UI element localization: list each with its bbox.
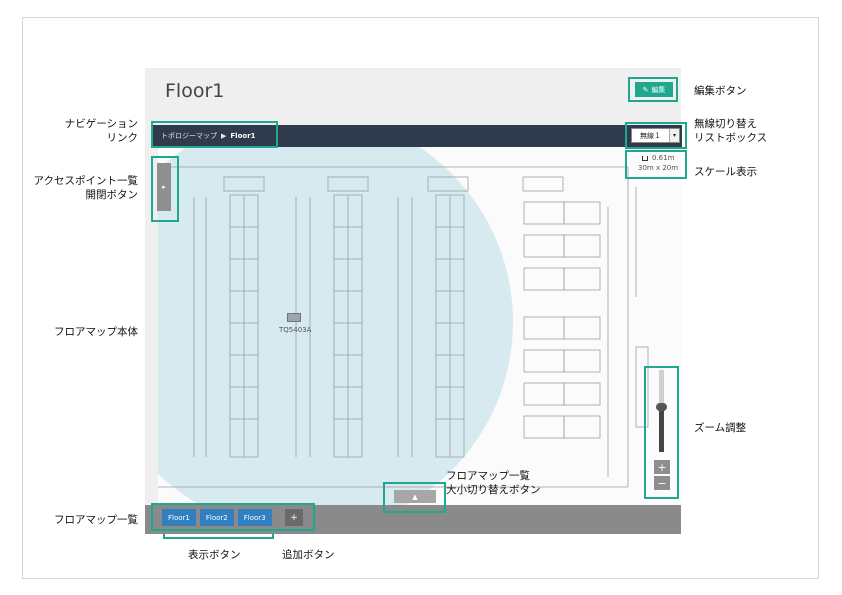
label-add-button: 追加ボタン [282,549,335,561]
triangle-up-icon: ▲ [412,492,418,501]
radio-select[interactable]: 無線１ ▾ [631,128,680,143]
add-floor-button[interactable]: + [285,509,303,526]
scale-bar-icon [642,155,648,161]
access-point-icon[interactable] [287,313,301,322]
callout-floor-list [151,503,315,531]
zoom-slider-thumb[interactable] [656,403,667,411]
breadcrumb-current: Floor1 [230,132,256,140]
scale-display: 0.61m 30m x 20m [632,153,686,177]
chevron-down-icon[interactable]: ▾ [669,129,679,142]
label-nav-link: ナビゲーション リンク [38,117,138,145]
label-display-buttons: 表示ボタン [188,549,241,561]
zoom-in-button[interactable]: + [654,460,670,474]
floor-tab-1[interactable]: Floor1 [162,509,196,526]
scale-dimensions: 30m x 20m [638,164,679,172]
scale-length: 0.61m [652,154,675,162]
access-point-label[interactable]: TQ5403A [279,326,312,334]
radio-select-value: 無線１ [640,131,661,140]
page-title: Floor1 [165,80,225,102]
floor-tabs: Floor1 Floor2 Floor3 [162,509,272,526]
callout-breadcrumb [151,121,278,148]
label-size-toggle-line1: フロアマップ一覧 [446,470,530,482]
label-floor-map-body: フロアマップ本体 [54,326,138,338]
label-nav-link-line2: リンク [106,132,139,144]
floor-map[interactable] [158,147,682,505]
callout-ap-toggle [151,156,179,222]
label-radio-switch-line2: リストボックス [694,132,768,144]
callout-edit [628,77,678,102]
label-scale-display: スケール表示 [694,166,757,178]
zoom-slider-fill [659,407,664,452]
label-size-toggle-line2: 大小切り替えボタン [446,484,541,496]
label-edit-button: 編集ボタン [694,85,747,97]
callout-scale [625,150,687,179]
navigation-bar [152,125,682,147]
label-zoom-adjust: ズーム調整 [694,422,747,434]
floor-tab-2[interactable]: Floor2 [199,509,234,526]
floor-plan-lines [158,166,649,488]
coverage-area [158,147,513,505]
callout-zoom [644,366,679,499]
label-size-toggle: フロアマップ一覧 大小切り替えボタン [446,469,541,497]
floor-list-size-toggle[interactable]: ▲ [394,490,436,503]
bracket-display-buttons [163,534,274,539]
breadcrumb-link-topology[interactable]: トポロジーマップ [161,132,217,140]
access-point-list-toggle[interactable]: ▸ [157,163,171,211]
label-floor-list: フロアマップ一覧 [54,514,138,526]
breadcrumb: トポロジーマップ ▶ Floor1 [157,127,260,145]
label-radio-switch: 無線切り替え リストボックス [694,117,767,145]
pencil-icon: ✎ [642,85,649,94]
zoom-out-button[interactable]: − [654,476,670,490]
label-nav-link-line1: ナビゲーション [64,118,138,130]
chevron-right-icon: ▸ [162,183,166,191]
edit-button-label: 編集 [651,85,666,94]
floor-tab-3[interactable]: Floor3 [237,509,272,526]
edit-button[interactable]: ✎ 編集 [635,82,673,97]
callout-radio-select [625,122,687,149]
label-ap-toggle-line1: アクセスポイント一覧 [33,175,138,187]
label-radio-switch-line1: 無線切り替え [694,118,757,130]
breadcrumb-separator-icon: ▶ [221,132,227,140]
label-ap-toggle-line2: 開閉ボタン [85,189,139,201]
zoom-control[interactable]: + − [650,370,674,494]
callout-size-toggle [383,482,446,513]
label-ap-toggle: アクセスポイント一覧 開閉ボタン [20,174,138,202]
floor-plan-drawing [158,147,649,505]
